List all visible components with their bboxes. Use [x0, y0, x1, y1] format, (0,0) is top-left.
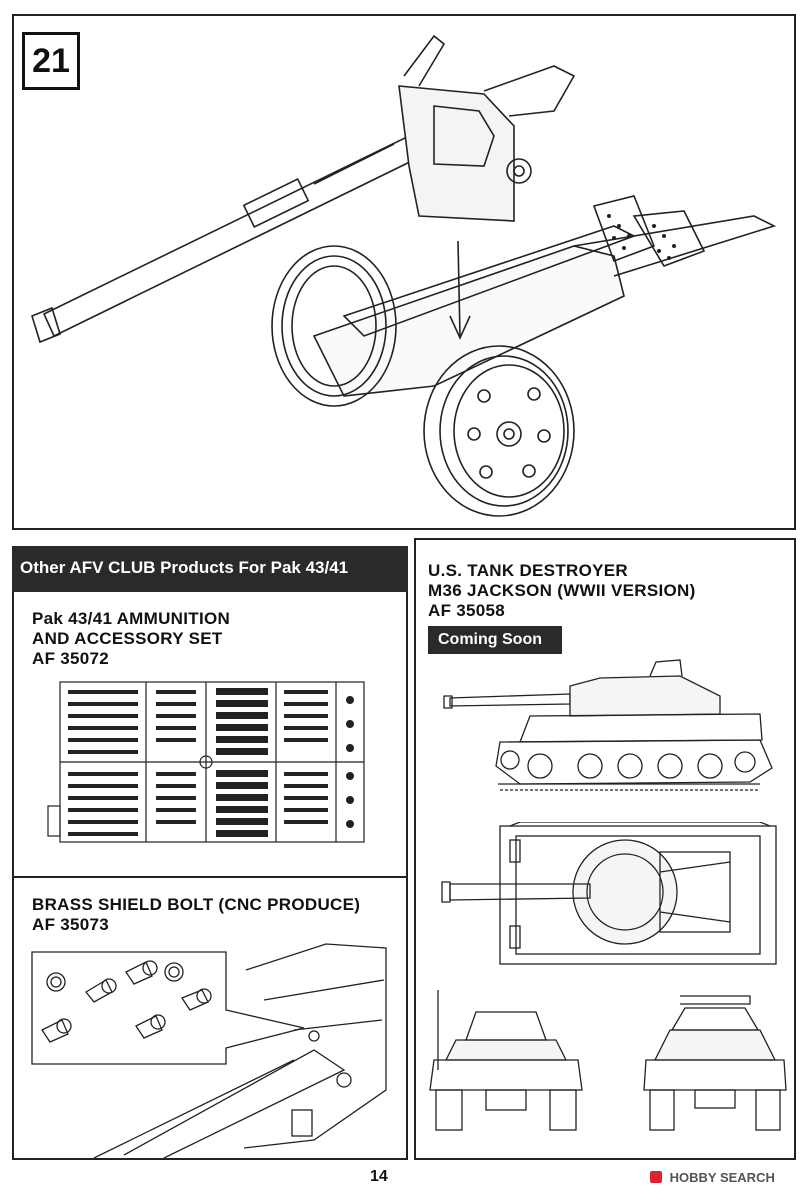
- m36-top-view-illustration: [441, 822, 777, 965]
- ammo-set-code: AF 35072: [32, 649, 110, 668]
- m36-title-line2: M36 JACKSON (WWII VERSION): [428, 581, 696, 600]
- shield-bolt-name: BRASS SHIELD BOLT (CNC PRODUCE): [32, 895, 361, 914]
- watermark-text: HOBBY SEARCH: [669, 1170, 775, 1185]
- hobby-search-watermark: HOBBY SEARCH: [650, 1170, 775, 1185]
- m36-side-view-illustration: [443, 659, 773, 791]
- coming-soon-text: Coming Soon: [438, 631, 542, 648]
- shield-bolt-illustration: [31, 943, 387, 1158]
- pak-43-41-gun-illustration: [31, 34, 777, 517]
- ammunition-sprue-illustration: [47, 681, 365, 843]
- panel-divider: [12, 876, 408, 878]
- ammo-set-name-line2: AND ACCESSORY SET: [32, 629, 223, 648]
- hobby-search-logo-icon: [650, 1171, 662, 1183]
- ammo-set-name-line1: Pak 43/41 AMMUNITION: [32, 609, 231, 628]
- shield-bolt-code: AF 35073: [32, 915, 110, 934]
- m36-rear-view-illustration: [643, 995, 787, 1131]
- other-products-header: Other AFV CLUB Products For Pak 43/41: [12, 546, 408, 592]
- page-number: 14: [370, 1168, 388, 1185]
- m36-title-line1: U.S. TANK DESTROYER: [428, 561, 628, 580]
- m36-front-view-illustration: [429, 990, 583, 1131]
- step-number: 21: [22, 32, 80, 90]
- other-products-header-text: Other AFV CLUB Products For Pak 43/41: [20, 558, 349, 577]
- coming-soon-badge: Coming Soon: [428, 626, 562, 654]
- m36-code: AF 35058: [428, 601, 506, 620]
